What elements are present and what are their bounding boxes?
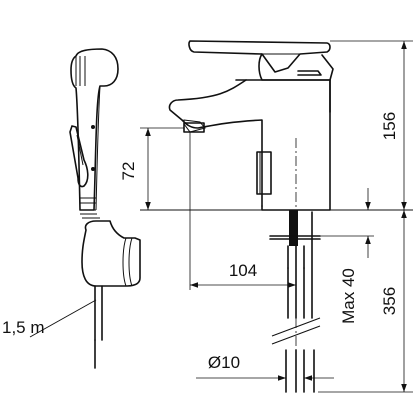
dim-max40-label: Max 40	[339, 268, 358, 324]
hose-length-annotation: 1,5 m	[2, 299, 97, 338]
hose-length-label: 1,5 m	[2, 318, 45, 337]
mixer-body	[235, 79, 331, 211]
diverter-outlet	[256, 151, 272, 195]
dimension-hose-supply: 356	[318, 210, 413, 393]
mounting-stem-dark	[289, 210, 298, 246]
shower-trigger	[69, 125, 89, 188]
dim-356-label: 356	[380, 287, 399, 315]
dimension-total-height: 156	[330, 40, 413, 210]
mixer-tap	[168, 40, 334, 393]
dimension-diameter: Ø10	[196, 353, 334, 381]
mixer-spout	[168, 79, 263, 207]
dim-diameter-label: Ø10	[208, 353, 240, 372]
dim-156-label: 156	[380, 112, 399, 140]
shower-hose	[94, 285, 103, 341]
dimension-max-deck: Max 40	[320, 188, 374, 324]
shower-holder	[81, 220, 141, 287]
dimension-spout-height: 72	[119, 127, 184, 210]
hand-shower	[69, 48, 141, 369]
mixer-lever	[188, 40, 331, 73]
supply-hoses	[287, 211, 313, 319]
dimension-spout-reach: 104	[189, 132, 296, 290]
dim-104-label: 104	[229, 261, 257, 280]
mixer-aerator	[183, 122, 205, 133]
dim-72-label: 72	[119, 162, 138, 181]
shower-head	[70, 48, 119, 211]
